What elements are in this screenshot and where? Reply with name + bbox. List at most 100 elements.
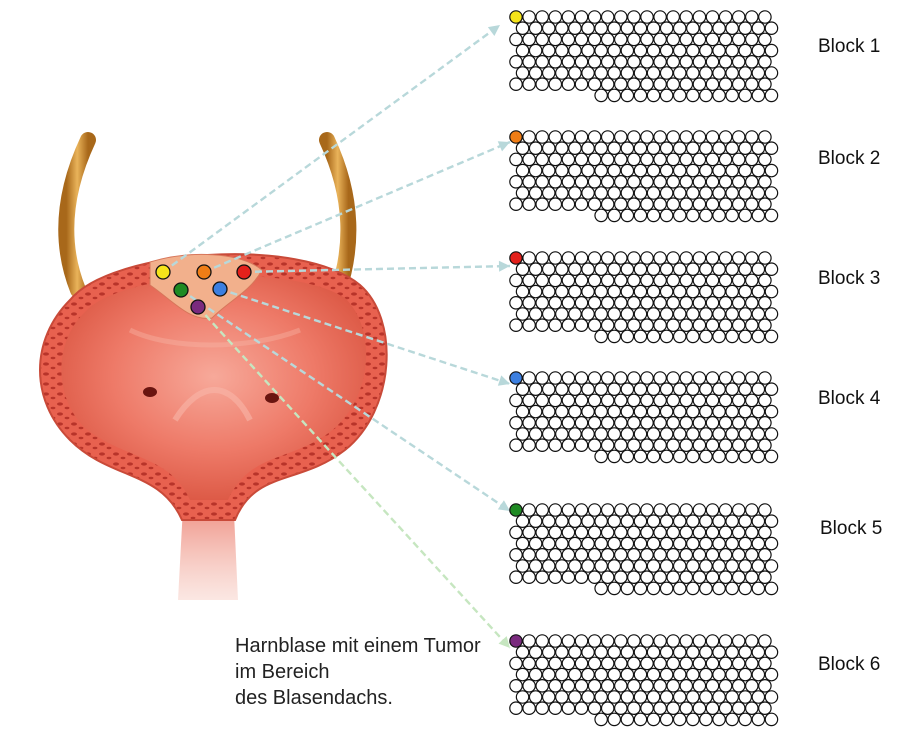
tissue-core	[615, 657, 627, 669]
tissue-core	[556, 285, 568, 297]
tissue-core	[700, 142, 712, 154]
tissue-core	[733, 549, 745, 561]
tissue-core	[602, 198, 614, 210]
tissue-core	[523, 252, 535, 264]
arrow-to-block-2	[204, 142, 510, 272]
tissue-core	[752, 668, 764, 680]
tissue-core	[569, 187, 581, 199]
tissue-core	[726, 89, 738, 101]
tissue-core	[536, 417, 548, 429]
tissue-core	[647, 67, 659, 79]
tissue-core	[647, 646, 659, 658]
tissue-core	[713, 285, 725, 297]
tissue-core	[680, 297, 692, 309]
tissue-core	[595, 450, 607, 462]
tissue-core	[706, 274, 718, 286]
tissue-core	[575, 252, 587, 264]
tissue-core	[615, 297, 627, 309]
tissue-core	[726, 405, 738, 417]
tissue-core	[687, 691, 699, 703]
tissue-core	[706, 153, 718, 165]
tissue-core	[621, 405, 633, 417]
tissue-core	[608, 515, 620, 527]
tissue-core	[674, 285, 686, 297]
tissue-core	[602, 394, 614, 406]
tissue-core	[759, 635, 771, 647]
tissue-core	[602, 680, 614, 692]
tissue-core	[667, 297, 679, 309]
tissue-core	[621, 187, 633, 199]
tissue-core	[615, 504, 627, 516]
tissue-core	[575, 319, 587, 331]
tissue-core	[543, 67, 555, 79]
tissue-core	[719, 571, 731, 583]
tissue-core	[752, 450, 764, 462]
tissue-core	[621, 560, 633, 572]
tissue-core	[641, 657, 653, 669]
tissue-core	[687, 308, 699, 320]
tissue-core	[562, 549, 574, 561]
tissue-core	[700, 405, 712, 417]
tissue-core	[602, 504, 614, 516]
tissue-core	[556, 668, 568, 680]
tissue-core	[602, 526, 614, 538]
tissue-core	[719, 680, 731, 692]
tissue-core	[523, 504, 535, 516]
tissue-core	[536, 439, 548, 451]
tissue-core	[562, 56, 574, 68]
tissue-core	[660, 285, 672, 297]
tissue-core	[687, 383, 699, 395]
tissue-core	[647, 44, 659, 56]
tissue-core	[693, 702, 705, 714]
tissue-core	[693, 153, 705, 165]
tissue-core	[654, 11, 666, 23]
tissue-core	[549, 571, 561, 583]
tissue-core	[543, 187, 555, 199]
tissue-core	[693, 252, 705, 264]
tissue-core	[674, 383, 686, 395]
tissue-core	[562, 657, 574, 669]
tissue-core	[674, 44, 686, 56]
tissue-core	[674, 89, 686, 101]
tissue-core	[615, 252, 627, 264]
tissue-core	[752, 164, 764, 176]
tissue-core	[739, 209, 751, 221]
tissue-core	[654, 297, 666, 309]
tissue-core	[621, 330, 633, 342]
tissue-core	[595, 713, 607, 725]
tissue-core	[621, 691, 633, 703]
tissue-core	[569, 44, 581, 56]
tissue-core	[667, 252, 679, 264]
tissue-core	[726, 515, 738, 527]
tissue-core	[667, 131, 679, 143]
tissue-core	[719, 33, 731, 45]
block-6	[510, 635, 778, 726]
tissue-core	[641, 33, 653, 45]
tissue-core	[752, 691, 764, 703]
tissue-core	[628, 131, 640, 143]
tissue-core	[588, 680, 600, 692]
tissue-core	[687, 67, 699, 79]
tissue-core	[602, 11, 614, 23]
tissue-core	[556, 187, 568, 199]
tissue-core	[615, 56, 627, 68]
tissue-core	[719, 198, 731, 210]
tissue-core	[516, 383, 528, 395]
tissue-core	[713, 164, 725, 176]
tissue-core	[680, 176, 692, 188]
tissue-core	[556, 405, 568, 417]
tissue-core	[543, 668, 555, 680]
tissue-core	[713, 308, 725, 320]
tissue-core	[628, 571, 640, 583]
tissue-core	[654, 56, 666, 68]
tissue-core	[765, 67, 777, 79]
block-1-marker	[510, 11, 522, 23]
tissue-core	[759, 372, 771, 384]
tissue-core	[674, 263, 686, 275]
tissue-core	[719, 11, 731, 23]
tissue-core	[693, 274, 705, 286]
tissue-core	[765, 537, 777, 549]
tissue-core	[582, 537, 594, 549]
tissue-core	[765, 22, 777, 34]
tissue-core	[733, 153, 745, 165]
